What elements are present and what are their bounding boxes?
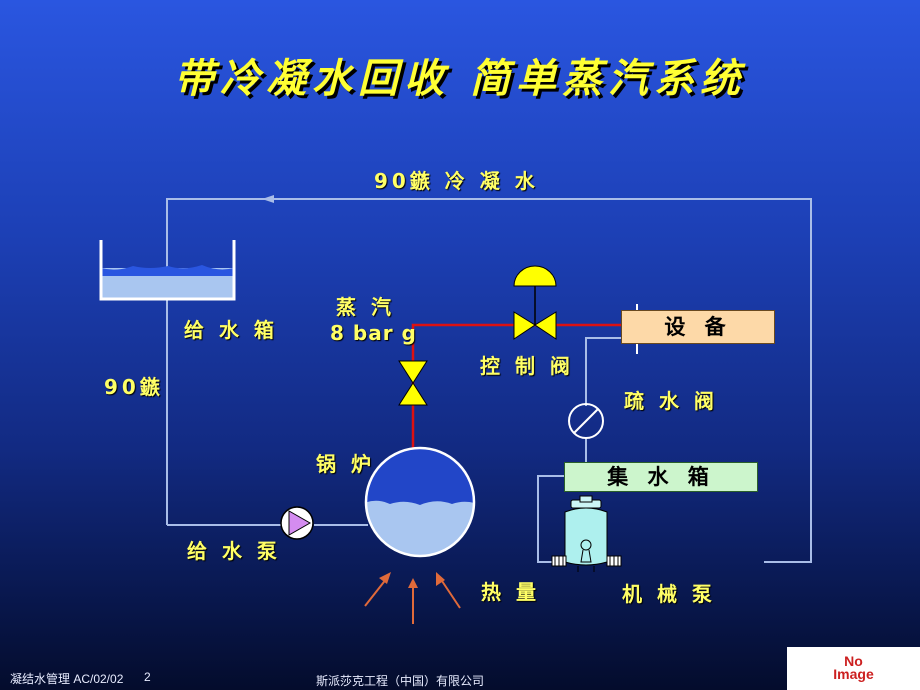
equipment-box: 设 备 (621, 310, 775, 344)
footer-page-number: 2 (144, 670, 151, 684)
condensate-return-line (166, 198, 812, 563)
no-image-line2: Image (833, 666, 874, 682)
control-valve-icon-right (534, 311, 557, 340)
feed-pump-label: 给 水 泵 (187, 539, 281, 563)
return-temp-label: 90鏃 (104, 375, 164, 399)
drain-line-pump (537, 475, 566, 563)
feed-tank-walls (99, 240, 236, 301)
collection-tank-box: 集 水 箱 (564, 462, 758, 492)
steam-trap-icon (568, 403, 604, 439)
page-title: 带冷凝水回收 简单蒸汽系统 (174, 56, 746, 102)
isolation-valve-icon (398, 360, 428, 406)
boiler-label: 锅 炉 (316, 452, 375, 476)
mechanical-pump-icon (551, 495, 622, 572)
control-valve-actuator-icon (513, 265, 557, 287)
trap-label: 疏 水 阀 (624, 389, 718, 413)
control-valve-label: 控 制 阀 (480, 354, 574, 378)
steam-label: 蒸 汽 (336, 295, 395, 319)
feed-tank-label: 给 水 箱 (184, 318, 278, 342)
pressure-label: 8 bar g (330, 321, 417, 345)
no-image-line1: No (844, 653, 863, 669)
flow-arrow-icon (262, 195, 274, 203)
heat-label: 热 量 (481, 580, 540, 604)
steam-line (411, 323, 636, 448)
condensate-return-label: 90鏃 冷 凝 水 (374, 169, 539, 193)
heat-arrows-icon (364, 572, 461, 624)
drain-line-trap (585, 337, 637, 406)
no-image-badge: No Image (787, 647, 920, 690)
boiler-water (366, 500, 474, 556)
footer-doc-ref: 凝结水管理 AC/02/02 (10, 672, 124, 686)
footer-company: 斯派莎克工程（中国）有限公司 (316, 674, 485, 688)
mech-pump-label: 机 械 泵 (622, 582, 716, 606)
feed-tank-surface (101, 265, 234, 276)
control-valve-icon (513, 311, 536, 340)
